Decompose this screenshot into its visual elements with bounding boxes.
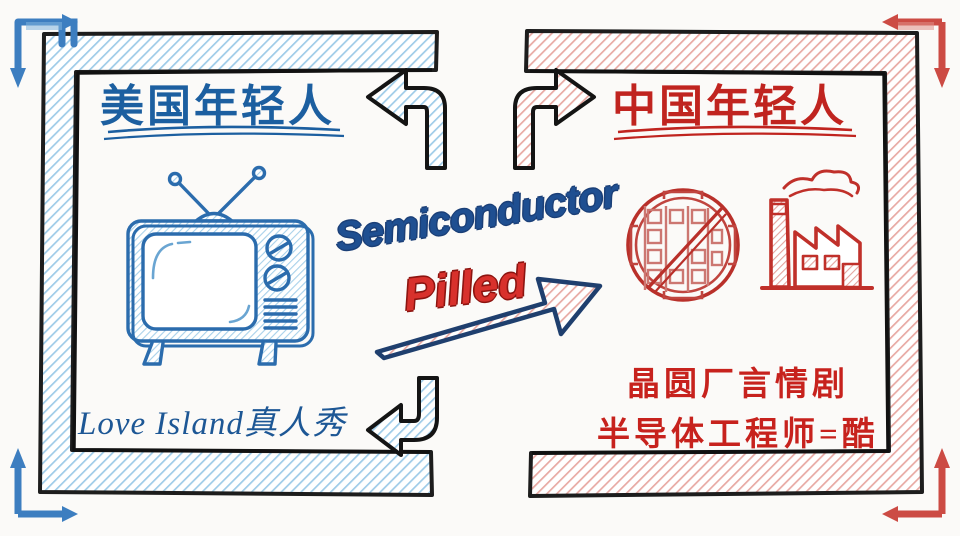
right-panel-heading: 中国年轻人: [612, 82, 847, 131]
center-right-curved-arrow: [513, 68, 596, 170]
big-right-arrow: [374, 276, 603, 361]
right-panel-caption-line-1: 晶圆厂言情剧: [627, 367, 849, 403]
left-panel-frame: [38, 30, 439, 497]
left-panel-caption: Love Island真人秀: [78, 406, 346, 442]
lower-center-curved-arrow: [366, 376, 439, 457]
bottom-right-corner-arrow: [882, 448, 950, 522]
right-heading-underline: [613, 125, 857, 141]
top-right-corner-arrow: [882, 14, 950, 88]
bottom-left-corner-arrow: [10, 448, 78, 522]
top-left-corner-arrow: [10, 14, 78, 88]
silicon-wafer-chip-icon: [626, 188, 740, 302]
center-left-curved-arrow: [366, 68, 447, 170]
factory-icon: [760, 169, 874, 290]
left-heading-underline: [103, 125, 345, 141]
left-panel-heading: 美国年轻人: [100, 82, 335, 131]
retro-tv-icon: [126, 165, 315, 366]
right-panel-frame: [524, 29, 924, 498]
right-panel-caption-line-2: 半导体工程师=酷: [597, 417, 879, 453]
